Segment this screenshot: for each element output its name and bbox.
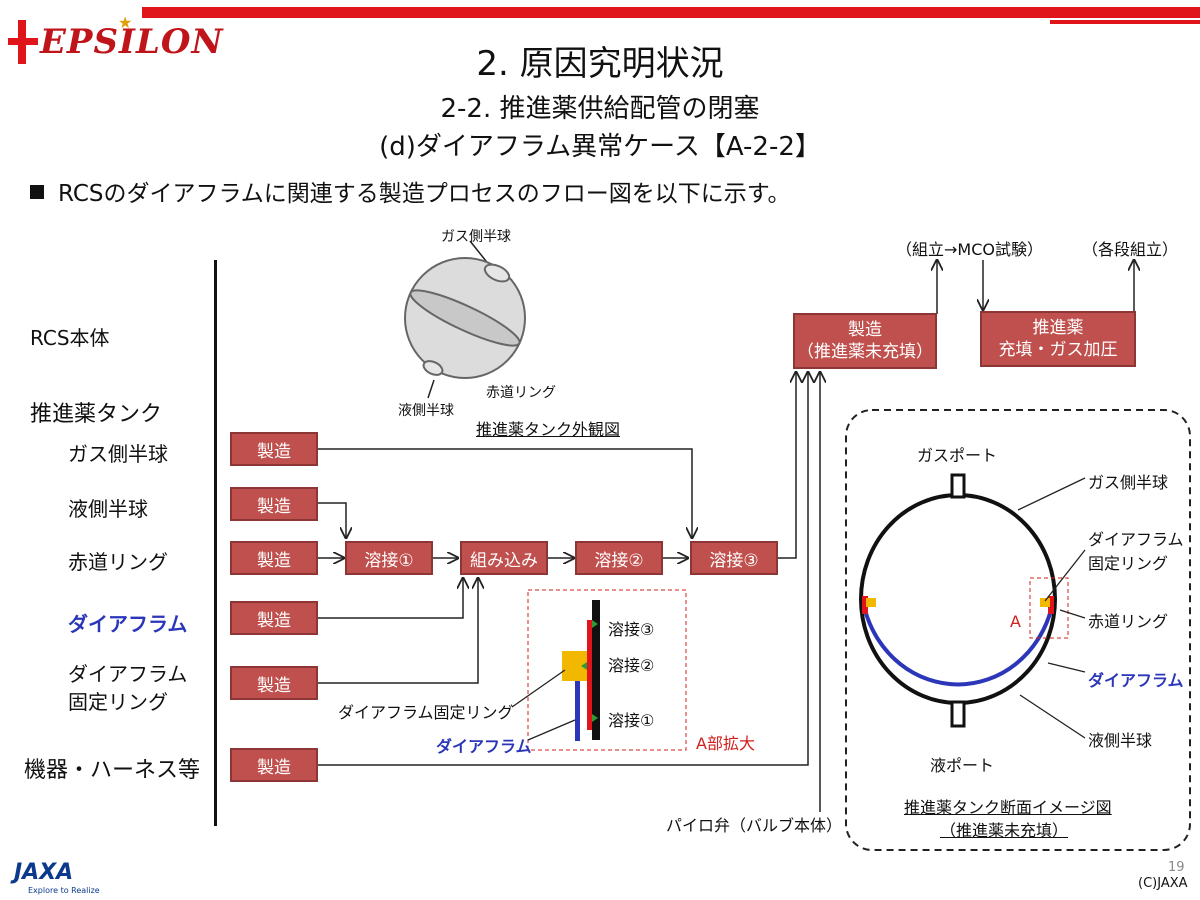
detail-weld2: 溶接② [608,656,655,675]
label-fix-ring-line1: ダイアフラム [68,662,188,686]
box-fill-line1: 推進薬 [1032,318,1084,338]
box-mfg-ring: 製造 [230,541,318,575]
pyro-valve-label: パイロ弁（バルブ本体） [666,816,843,835]
bullet-label: RCSのダイアフラムに関連する製造プロセスのフロー図を以下に示す。 [58,181,791,207]
section-liq-hemi: 液側半球 [1088,731,1153,750]
label-diaphragm: ダイアフラム [68,612,188,636]
square-bullet-icon [30,185,44,199]
section-eq-ring: 赤道リング [1088,612,1169,631]
box-fill: 推進薬 充填・ガス加圧 [980,311,1136,367]
label-equipment: 機器・ハーネス等 [24,758,201,783]
page-subtitle-2: (d)ダイアフラム異常ケース【A-2-2】 [379,132,821,162]
box-mfg-rcs: 製造 （推進薬未充填） [793,313,937,369]
label-tank: 推進薬タンク [30,402,163,427]
jaxa-logo: JAXA [14,860,74,885]
box-weld-2: 溶接② [575,541,663,575]
tank-sphere [404,257,526,379]
page-number: 19 [1168,860,1185,875]
detail-caption: A部拡大 [696,734,755,753]
bullet-text: RCSのダイアフラムに関連する製造プロセスのフロー図を以下に示す。 [30,174,791,208]
detail-fix-ring: ダイアフラム固定リング [338,703,514,722]
detail-weld3: 溶接③ [608,620,655,639]
section-fix-ring-1: ダイアフラム [1088,530,1184,549]
section-gas-port: ガスポート [917,446,998,465]
star-icon: ★ [118,13,133,32]
jaxa-tagline: Explore to Realize [28,886,100,895]
header-red-bar [142,7,1200,18]
label-gas-hemi: ガス側半球 [68,442,168,466]
label-equator-ring: 赤道リング [68,550,168,574]
sphere-label-ring: 赤道リング [486,385,556,401]
copyright: (C)JAXA [1138,876,1188,891]
section-liq-port: 液ポート [930,756,995,775]
box-weld-1: 溶接① [345,541,433,575]
timeline-divider [214,260,217,826]
section-caption-2: （推進薬未充填） [940,821,1069,840]
detail-diaphragm: ダイアフラム [436,737,532,756]
box-weld-3: 溶接③ [690,541,778,575]
box-fill-line2: 充填・ガス加圧 [998,340,1118,360]
sphere-caption: 推進薬タンク外観図 [476,420,621,439]
section-diaphragm: ダイアフラム [1088,671,1184,690]
box-mfg-liq-hemi: 製造 [230,487,318,521]
epsilon-logo: EPSILON [40,22,224,62]
box-mfg-rcs-line1: 製造 [848,320,882,340]
label-fix-ring-line2: 固定リング [68,690,168,714]
box-mfg-fix-ring: 製造 [230,666,318,700]
label-liq-hemi: 液側半球 [68,497,148,521]
box-mfg-gas-hemi: 製造 [230,432,318,466]
section-caption-1: 推進薬タンク断面イメージ図 [904,798,1112,817]
header-red-bar-thin [1050,20,1200,24]
note-mco: （組立→MCO試験） [896,240,1043,259]
label-rcs-body: RCS本体 [30,326,110,350]
section-fix-ring-2: 固定リング [1088,554,1169,573]
box-mfg-rcs-line2: （推進薬未充填） [797,342,933,362]
detail-weld1: 溶接① [608,711,655,730]
box-mfg-diaphragm: 製造 [230,601,318,635]
logo-mark-cross [8,38,38,45]
page-subtitle-1: 2-2. 推進薬供給配管の閉塞 [440,94,760,124]
box-assemble: 組み込み [460,541,548,575]
section-marker-a: A [1010,612,1021,631]
sphere-label-gas: ガス側半球 [441,229,511,245]
box-mfg-equipment: 製造 [230,748,318,782]
page-title: 2. 原因究明状況 [476,44,724,84]
note-stage: （各段組立） [1082,240,1179,259]
section-gas-hemi: ガス側半球 [1088,473,1169,492]
sphere-label-liq: 液側半球 [398,403,454,419]
